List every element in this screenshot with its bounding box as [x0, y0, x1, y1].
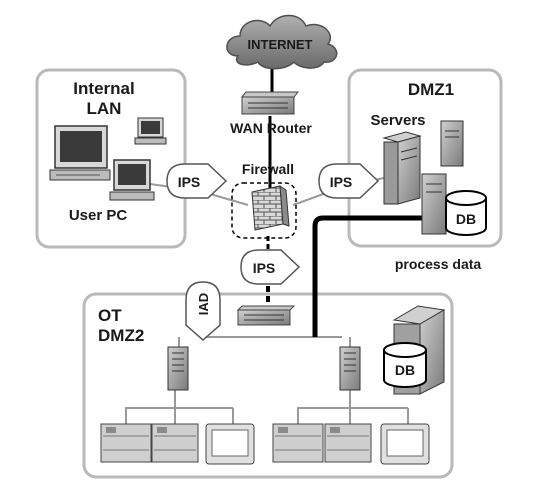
dmz1-db-label: DB — [456, 211, 476, 227]
plc-1-icon — [100, 423, 152, 463]
internal-lan-zone — [35, 68, 187, 249]
wan-router-label: WAN Router — [230, 120, 312, 136]
process-data-label: process data — [395, 256, 482, 272]
ot-db-label: DB — [395, 362, 415, 378]
ot-title: OT — [98, 306, 122, 325]
ot-right-switch-icon — [339, 346, 361, 391]
process-data-link — [312, 215, 430, 337]
server-front-icon — [421, 173, 447, 235]
ips-right-label: IPS — [330, 174, 353, 190]
ot-dmz2-title: DMZ2 — [98, 326, 144, 345]
internal-lan-title-line2: LAN — [87, 99, 122, 118]
user-pc-icon — [109, 159, 155, 201]
plc-4-icon — [324, 423, 372, 463]
ot-db-icon — [383, 342, 427, 388]
internal-lan-title: Internal — [73, 79, 134, 98]
wan-router-icon — [240, 91, 300, 115]
iad-label: IAD — [196, 293, 211, 315]
hmi-2-icon — [380, 423, 430, 465]
firewall-icon — [231, 182, 297, 239]
dmz1-db-icon — [445, 190, 487, 236]
firewall-label: Firewall — [242, 161, 294, 177]
small-pc-icon — [134, 117, 167, 145]
large-pc-icon — [49, 125, 111, 181]
ot-switch-icon — [236, 305, 296, 326]
server-back-icon — [440, 120, 464, 167]
internet-cloud — [226, 14, 338, 70]
internet-label: INTERNET — [248, 37, 313, 52]
hmi-1-icon — [205, 423, 255, 465]
dmz1-title: DMZ1 — [408, 80, 454, 99]
user-pc-label: User PC — [69, 207, 128, 224]
servers-label: Servers — [370, 112, 425, 129]
ips-left-label: IPS — [178, 174, 201, 190]
plc-3-icon — [272, 423, 324, 463]
ips-left-icon — [166, 163, 228, 199]
iad-icon — [185, 281, 221, 342]
ot-left-switch-icon — [167, 346, 189, 391]
ips-center-label: IPS — [253, 260, 276, 276]
ips-right-icon — [318, 163, 380, 199]
ips-center-icon — [240, 249, 301, 285]
plc-2-icon — [151, 423, 199, 463]
server-tall-icon — [382, 131, 422, 205]
